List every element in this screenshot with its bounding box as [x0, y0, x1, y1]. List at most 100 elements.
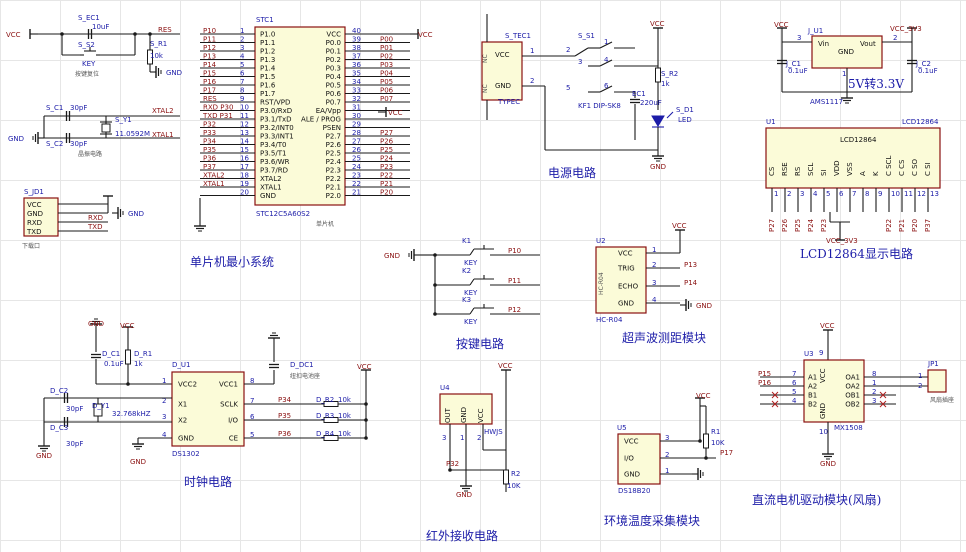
net-vcc-rtc-r1: VCC	[120, 322, 135, 330]
sw-num-3: 3	[578, 58, 582, 66]
key-label: KEY	[464, 318, 478, 326]
motor-ref: U3	[804, 350, 814, 358]
lcd-pin-num: 2	[787, 190, 791, 198]
rtc-left-pin-name: X2	[178, 417, 187, 425]
ultra-pin-num: 4	[652, 296, 657, 304]
mcu-left-pin-net: RXD P30	[203, 104, 233, 112]
lcd-pin-num: 11	[904, 190, 913, 198]
key-ref: K1	[462, 237, 471, 245]
power-sw-part: KF1 DIP-SK8	[578, 102, 621, 110]
mcu-left-pin-net: P35	[203, 146, 216, 154]
ir-num-2: 2	[477, 434, 481, 442]
motor-jp-label: 风扇插座	[930, 396, 954, 404]
net-txd-download: TXD	[87, 223, 102, 231]
mcu-right-pin-num: 22	[352, 180, 361, 188]
reset-circuit: VCC S_EC1 10uF S_S2 KEY 按键复位 RES S_R1 10…	[6, 14, 182, 79]
mcu-right-pin-num: 40	[352, 27, 361, 35]
download-pin-1: VCC	[27, 201, 42, 209]
rtc-pullup-ref: D_R4	[316, 430, 335, 438]
mcu-right-pin-num: 25	[352, 155, 361, 163]
net-vcc3v3-ldo: VCC_3V3	[890, 25, 922, 33]
ldo-part: AMS1117	[810, 98, 843, 106]
mcu-right-pin-net: P03	[380, 61, 393, 69]
crystal-c1-val: 30pF	[70, 104, 87, 112]
motor-right-pin-num: 3	[872, 397, 876, 405]
mcu-left-pin-num: 8	[240, 87, 244, 95]
ultra-pin-net: P14	[684, 279, 698, 287]
mcu-section: STC1 P1.01P10P1.12P11P1.23P12P1.34P13P1.…	[190, 16, 433, 269]
title-mcu: 单片机最小系统	[190, 255, 274, 269]
ldo-num-2: 2	[893, 34, 897, 42]
ir-part: HWJS	[484, 428, 503, 436]
mcu-right-pin-num: 30	[352, 112, 361, 120]
typec-nc-1: NC	[482, 54, 489, 63]
mcu-right-pin-net: P23	[380, 163, 393, 171]
mcu-right-pin-net: P01	[380, 44, 393, 52]
temp-pin-num: 1	[665, 467, 669, 475]
rtc-pin-net: P34	[278, 396, 292, 404]
ldo-pin-gnd: GND	[838, 48, 854, 56]
mcu-left-pin-num: 6	[240, 70, 245, 78]
title-clock: 时钟电路	[184, 474, 232, 489]
mcu-left-pin-net: XTAL2	[203, 172, 225, 180]
reset-res-ref: S_R1	[150, 40, 167, 48]
mcu-left-pin-name: GND	[260, 192, 276, 200]
net-gnd-ir: GND	[456, 491, 472, 499]
ultra-pin-name: TRIG	[617, 265, 635, 273]
mcu-left-pin-num: 7	[240, 78, 244, 86]
mcu-right-pin-num: 32	[352, 95, 361, 103]
key-ref: K2	[462, 267, 471, 275]
ldo-c2-val: 0.1uF	[918, 67, 938, 75]
mcu-right-pin-name: EA/Vpp	[316, 107, 342, 115]
motor-right-pin-name: OB1	[845, 392, 860, 400]
mcu-left-pin-name: P1.1	[260, 39, 275, 47]
title-keys: 按键电路	[456, 336, 504, 351]
mcu-left-pin-name: P3.6/WR	[260, 158, 290, 166]
mcu-chip	[254, 26, 346, 206]
rtc-pullup-val: 10k	[338, 430, 352, 438]
rtc-left-pin-num: 2	[162, 397, 166, 405]
lcd-pin-name: A	[859, 171, 867, 176]
rtc-right-pin-name: CE	[229, 435, 238, 443]
mcu-left-pin-name: P1.3	[260, 56, 275, 64]
mcu-left-pin-name: P1.4	[260, 65, 276, 73]
ultra-ref: U2	[596, 237, 606, 245]
sw-num-4: 4	[604, 56, 609, 64]
lcd-pin-net: P37	[924, 219, 932, 232]
mcu-right-pin-num: 27	[352, 138, 361, 146]
ir-pin-out: OUT	[444, 407, 452, 423]
rtc-left-pin-name: X1	[178, 401, 187, 409]
lcd-part-top: LCD12864	[902, 118, 939, 126]
mcu-right-pin-net: P04	[380, 70, 394, 78]
rtc-pullup-ref: D_R2	[316, 396, 334, 404]
mcu-left-pin-name: P1.6	[260, 82, 276, 90]
download-port: S_JD1 VCC GND RXD TXD GND RXD TXD 下载口	[22, 188, 144, 250]
title-temp: 环境温度采集模块	[604, 513, 700, 528]
typec-nc-2: NC	[482, 84, 489, 93]
net-vcc-ldo: VCC	[774, 21, 789, 29]
mcu-left-pin-num: 10	[240, 104, 249, 112]
reset-cap-val: 10uF	[92, 23, 109, 31]
lcd-pin-net: P22	[885, 219, 893, 232]
rtc-dc-ref: D_DC1	[290, 361, 314, 369]
rtc-y-ref: D_Y1	[92, 402, 110, 410]
key-label: KEY	[464, 289, 478, 297]
net-vcc-ea: VCC	[388, 109, 403, 117]
mcu-right-pin-net: P27	[380, 129, 393, 137]
rtc-left-pin-num: 3	[162, 413, 166, 421]
mcu-left-pin-num: 15	[240, 146, 249, 154]
mcu-right-pin-name: P2.4	[326, 158, 342, 166]
rtc-pullup-resistor	[323, 417, 339, 423]
power-led-part: LED	[678, 116, 692, 124]
title-ir: 红外接收电路	[426, 528, 498, 543]
mcu-right-pin-name: P0.1	[326, 48, 341, 56]
mcu-left-pin-num: 3	[240, 44, 244, 52]
motor-gnd-pin: GND	[819, 403, 827, 419]
motor-left-pin-name: B2	[808, 401, 817, 409]
mcu-right-pin-name: P0.3	[326, 65, 341, 73]
lcd-pins: CS1P27RSE2P26RS3P25SCL4P24SI5P23VDD6VSS7…	[768, 156, 939, 232]
rtc-pin-net: P36	[278, 430, 292, 438]
